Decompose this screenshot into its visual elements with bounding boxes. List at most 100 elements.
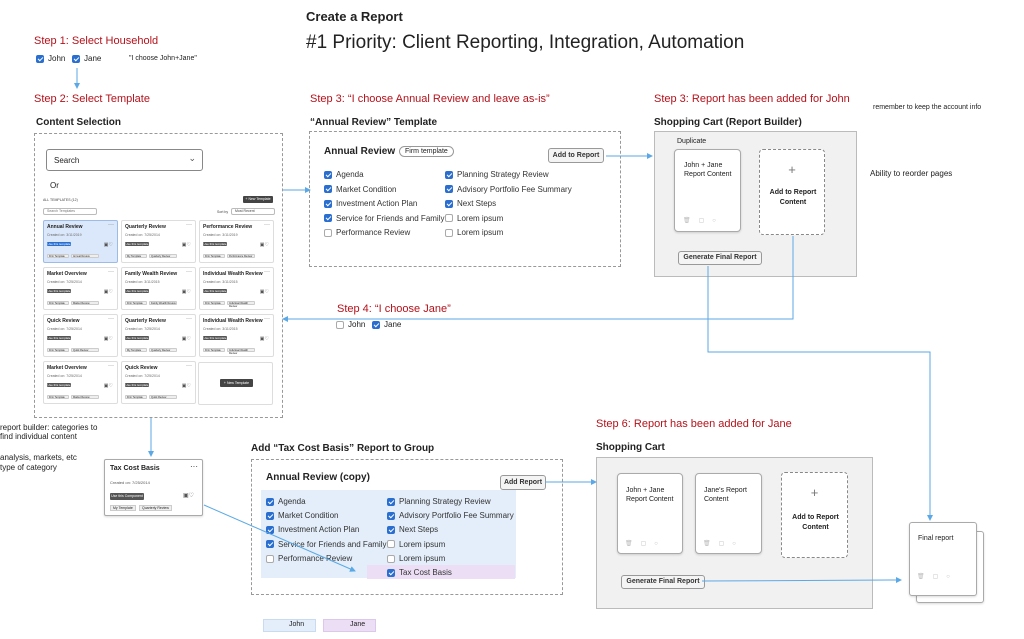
new-template-card[interactable]: + New Template bbox=[198, 362, 273, 405]
new-template-card-button[interactable]: + New Template bbox=[220, 379, 253, 387]
section-checkbox[interactable]: Market Condition bbox=[266, 511, 338, 520]
tax-cost-basis-card[interactable]: Tax Cost Basis ··· Created on: 7/25/2014… bbox=[104, 459, 203, 516]
template-card[interactable]: Quarterly Review···Created on: 7/25/2014… bbox=[121, 314, 196, 357]
use-template-button[interactable]: Use this template bbox=[47, 383, 71, 387]
duplicate-link[interactable]: Duplicate bbox=[677, 138, 707, 145]
section-checkbox[interactable]: Next Steps bbox=[445, 199, 496, 208]
section-checkbox[interactable]: Performance Review bbox=[324, 228, 410, 237]
copy-heart-icons[interactable]: ▣♡ bbox=[103, 336, 113, 342]
jane-highlight bbox=[367, 565, 515, 579]
more-icon[interactable]: ··· bbox=[186, 269, 192, 275]
section-checkbox[interactable]: Lorem ipsum bbox=[387, 554, 445, 563]
more-icon[interactable]: ··· bbox=[108, 363, 114, 369]
add-to-report-button[interactable]: Add to Report bbox=[548, 148, 604, 163]
section-checkbox[interactable]: Tax Cost Basis bbox=[387, 568, 452, 577]
firm-template-badge: Firm template bbox=[399, 146, 454, 157]
section-checkbox[interactable]: Lorem ipsum bbox=[445, 214, 503, 223]
card-action-icons[interactable]: 🗑▢○ bbox=[683, 218, 724, 224]
copy-heart-icons[interactable]: ▣♡ bbox=[259, 289, 269, 295]
copy-heart-icons[interactable]: ▣♡ bbox=[259, 242, 269, 248]
section-checkbox[interactable]: Agenda bbox=[324, 170, 364, 179]
template-card[interactable]: Individual Wealth Review···Created on: 3… bbox=[199, 267, 274, 310]
card-action-icons[interactable]: 🗑▢○ bbox=[917, 574, 958, 580]
more-icon[interactable]: ··· bbox=[190, 462, 198, 471]
jane-report-card[interactable]: Jane's Report Content 🗑▢○ bbox=[695, 473, 762, 554]
more-icon[interactable]: ··· bbox=[108, 316, 114, 322]
template-card[interactable]: Family Wealth Review···Created on: 3/11/… bbox=[121, 267, 196, 310]
more-icon[interactable]: ··· bbox=[108, 269, 114, 275]
use-template-button[interactable]: Use this template bbox=[125, 242, 149, 246]
copy-heart-icons[interactable]: ▣♡ bbox=[183, 493, 195, 499]
use-template-button[interactable]: Use this template bbox=[47, 336, 71, 340]
final-report-card[interactable]: Final report 🗑▢○ bbox=[909, 522, 977, 596]
more-icon[interactable]: ··· bbox=[108, 222, 114, 228]
copy-heart-icons[interactable]: ▣♡ bbox=[103, 289, 113, 295]
use-template-button[interactable]: Use this template bbox=[125, 383, 149, 387]
use-template-button[interactable]: Use this template bbox=[47, 242, 71, 246]
section-checkbox[interactable]: Next Steps bbox=[387, 525, 438, 534]
copy-heart-icons[interactable]: ▣♡ bbox=[181, 242, 191, 248]
new-template-button[interactable]: + New Template bbox=[243, 196, 273, 203]
more-icon[interactable]: ··· bbox=[264, 316, 270, 322]
copy-heart-icons[interactable]: ▣♡ bbox=[181, 336, 191, 342]
add-report-content-card-2[interactable]: + Add to Report Content bbox=[781, 472, 848, 558]
more-icon[interactable]: ··· bbox=[264, 222, 270, 228]
card-action-icons[interactable]: 🗑▢○ bbox=[625, 541, 666, 547]
section-checkbox[interactable]: Lorem ipsum bbox=[387, 540, 445, 549]
section-checkbox[interactable]: Performance Review bbox=[266, 554, 352, 563]
card-action-icons[interactable]: 🗑▢○ bbox=[703, 541, 744, 547]
use-template-button[interactable]: Use this template bbox=[203, 242, 227, 246]
section-checkbox[interactable]: Advisory Portfolio Fee Summary bbox=[445, 185, 572, 194]
all-templates-label: ALL TEMPLATES (12) bbox=[43, 198, 78, 202]
template-card[interactable]: Performance Review···Created on: 3/11/20… bbox=[199, 220, 274, 263]
step4-jane-checkbox[interactable]: Jane bbox=[372, 320, 401, 329]
copy-heart-icons[interactable]: ▣♡ bbox=[259, 336, 269, 342]
step4-john-checkbox[interactable]: John bbox=[336, 320, 365, 329]
use-template-button[interactable]: Use this template bbox=[125, 336, 149, 340]
generate-final-report-button-2[interactable]: Generate Final Report bbox=[621, 575, 705, 589]
checkbox-icon bbox=[445, 170, 453, 179]
step1-jane-checkbox[interactable]: Jane bbox=[72, 54, 101, 63]
use-template-button[interactable]: Use this template bbox=[125, 289, 149, 293]
section-checkbox[interactable]: Investment Action Plan bbox=[266, 525, 359, 534]
copy-heart-icons[interactable]: ▣♡ bbox=[181, 383, 191, 389]
more-icon[interactable]: ··· bbox=[186, 363, 192, 369]
tag: Quick Review bbox=[71, 348, 99, 352]
use-template-button[interactable]: Use this template bbox=[47, 289, 71, 293]
john-jane-report-card-2[interactable]: John + Jane Report Content 🗑▢○ bbox=[617, 473, 683, 554]
tag: My Template bbox=[125, 348, 147, 352]
more-icon[interactable]: ··· bbox=[186, 222, 192, 228]
template-card[interactable]: Quarterly Review···Created on: 7/25/2014… bbox=[121, 220, 196, 263]
section-checkbox[interactable]: Agenda bbox=[266, 497, 306, 506]
section-checkbox[interactable]: Market Condition bbox=[324, 185, 396, 194]
more-icon[interactable]: ··· bbox=[186, 316, 192, 322]
copy-heart-icons[interactable]: ▣♡ bbox=[103, 383, 113, 389]
copy-heart-icons[interactable]: ▣♡ bbox=[181, 289, 191, 295]
sort-select[interactable]: Most Recent bbox=[231, 208, 275, 215]
use-template-button[interactable]: Use this template bbox=[203, 336, 227, 340]
template-filter-input[interactable]: Search Templates bbox=[43, 208, 97, 215]
use-component-button[interactable]: Use this Component bbox=[110, 493, 144, 500]
section-checkbox[interactable]: Advisory Portfolio Fee Summary bbox=[387, 511, 514, 520]
generate-final-report-button[interactable]: Generate Final Report bbox=[678, 251, 762, 265]
section-checkbox[interactable]: Planning Strategy Review bbox=[445, 170, 549, 179]
john-jane-report-card[interactable]: John + Jane Report Content 🗑▢○ bbox=[674, 149, 741, 232]
section-checkbox[interactable]: Service for Friends and Family bbox=[266, 540, 386, 549]
more-icon[interactable]: ··· bbox=[264, 269, 270, 275]
template-search-select[interactable]: Search ⌄ bbox=[46, 149, 203, 171]
section-checkbox[interactable]: Service for Friends and Family bbox=[324, 214, 444, 223]
section-checkbox[interactable]: Investment Action Plan bbox=[324, 199, 417, 208]
section-checkbox[interactable]: Lorem ipsum bbox=[445, 228, 503, 237]
add-report-button[interactable]: Add Report bbox=[500, 475, 546, 490]
add-report-content-card[interactable]: + Add to Report Content bbox=[759, 149, 825, 235]
section-checkbox[interactable]: Planning Strategy Review bbox=[387, 497, 491, 506]
step1-john-checkbox[interactable]: John bbox=[36, 54, 65, 63]
template-card[interactable]: Individual Wealth Review···Created on: 3… bbox=[199, 314, 274, 357]
use-template-button[interactable]: Use this template bbox=[203, 289, 227, 293]
copy-heart-icons[interactable]: ▣♡ bbox=[103, 242, 113, 248]
